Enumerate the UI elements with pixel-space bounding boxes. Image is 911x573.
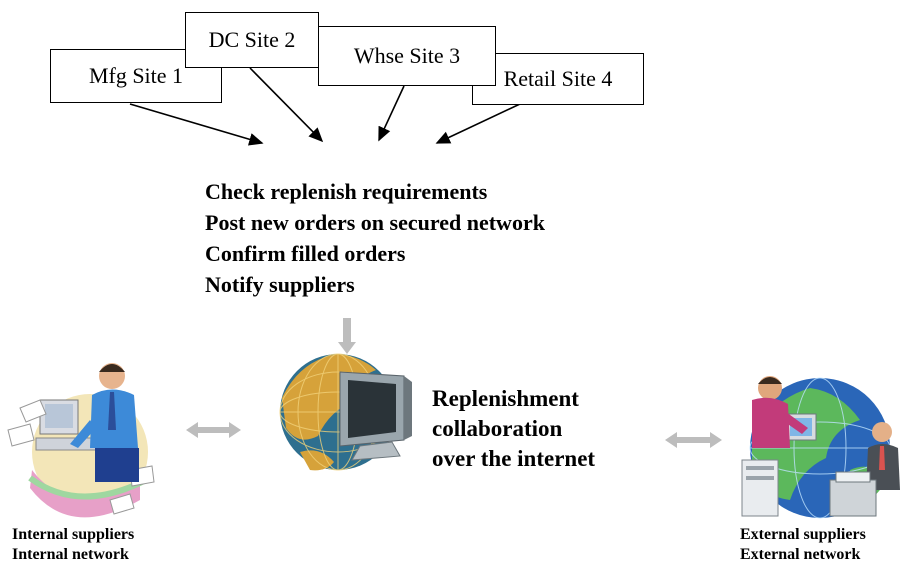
right-double-arrow <box>665 432 722 448</box>
caption-line: Internal suppliers <box>12 526 135 543</box>
collab-line: collaboration <box>432 416 563 441</box>
task-item: Post new orders on secured network <box>205 210 545 235</box>
site-label: Mfg Site 1 <box>88 63 184 88</box>
site-box-whse: Whse Site 3 <box>318 26 496 86</box>
arrow-site2 <box>249 67 324 143</box>
caption-line: External network <box>740 546 861 563</box>
arrow-site1 <box>129 103 264 146</box>
task-list: Check replenish requirements Post new or… <box>205 176 545 300</box>
caption-line: Internal network <box>12 546 129 563</box>
arrow-site4 <box>435 103 521 144</box>
collaboration-text: Replenishment collaboration over the int… <box>432 384 595 474</box>
site-box-retail: Retail Site 4 <box>472 53 644 105</box>
task-item: Confirm filled orders <box>205 241 406 266</box>
collab-line: Replenishment <box>432 386 579 411</box>
site-label: Retail Site 4 <box>503 66 613 91</box>
caption-line: External suppliers <box>740 526 866 543</box>
task-item: Notify suppliers <box>205 272 355 297</box>
left-double-arrow <box>186 422 241 438</box>
site-box-dc: DC Site 2 <box>185 12 319 68</box>
arrow-site3 <box>378 85 405 142</box>
site-label: DC Site 2 <box>208 27 296 52</box>
internal-caption: Internal suppliers Internal network <box>12 525 134 565</box>
task-item: Check replenish requirements <box>205 179 488 204</box>
external-caption: External suppliers External network <box>740 525 866 565</box>
site-label: Whse Site 3 <box>353 43 461 68</box>
collab-line: over the internet <box>432 446 596 471</box>
down-arrow <box>338 318 356 354</box>
